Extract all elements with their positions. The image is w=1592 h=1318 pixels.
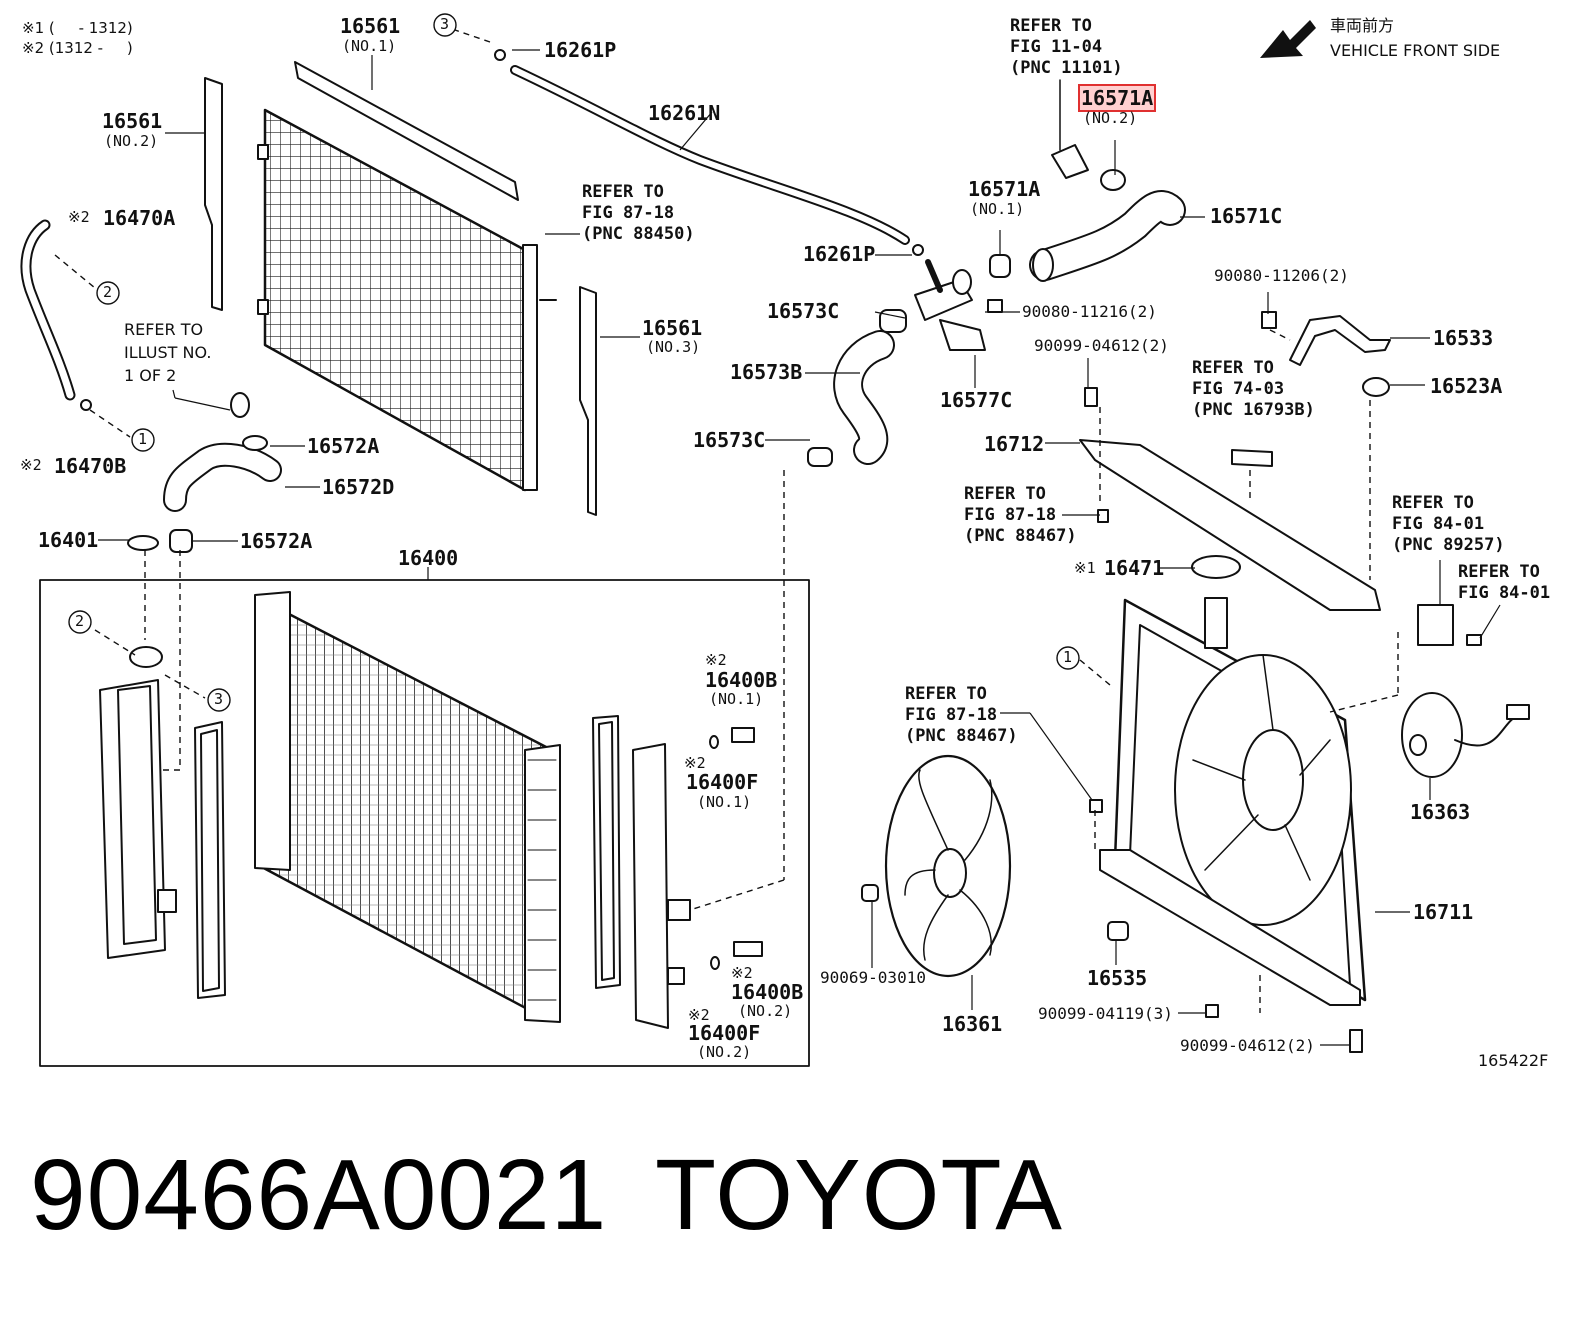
part-label-16573c-bottom[interactable]: 16573C: [693, 428, 766, 452]
ref-fig-87-18-88450[interactable]: REFER TO FIG 87-18 (PNC 88450): [582, 182, 695, 244]
part-label-16712[interactable]: 16712: [984, 432, 1045, 456]
part-label-16470b[interactable]: 16470B: [54, 454, 127, 478]
part-label-16535[interactable]: 16535: [1087, 966, 1148, 990]
part-label-16533[interactable]: 16533: [1433, 326, 1494, 350]
fan-motor-drawing: [1401, 692, 1530, 778]
part-label-16571a-no1[interactable]: 16571A: [968, 177, 1041, 201]
part-label-16400f-no1[interactable]: 16400F: [686, 770, 759, 794]
part-sub-16561-no1: (NO.1): [342, 37, 397, 55]
mark-16470a: ※2: [68, 208, 90, 226]
ref-fig-87-18-88467-top[interactable]: REFER TO FIG 87-18 (PNC 88467): [964, 484, 1077, 546]
part-label-16561-no1[interactable]: 16561: [340, 14, 401, 38]
vehicle-front-en: VEHICLE FRONT SIDE: [1330, 41, 1501, 60]
part-label-90099-04612-top[interactable]: 90099-04612(2): [1034, 336, 1169, 355]
seal-no3-drawing: [579, 286, 597, 516]
mark-16400b-no1: ※2: [705, 651, 727, 669]
callout-2-bottom: 2: [75, 612, 85, 630]
fan-16361-drawing: [884, 754, 1012, 978]
part-label-16572a-top[interactable]: 16572A: [307, 434, 380, 458]
part-label-16361[interactable]: 16361: [942, 1012, 1003, 1036]
part-sub-16400b-no1: (NO.1): [709, 690, 764, 708]
seal-no2-drawing: [204, 77, 223, 311]
part-sub-16571a-no1: (NO.1): [970, 200, 1025, 218]
part-label-16711[interactable]: 16711: [1413, 900, 1474, 924]
ref-fig-74-03[interactable]: REFER TO FIG 74-03 (PNC 16793B): [1192, 358, 1315, 420]
left-tank-drawing: [99, 646, 177, 959]
ref-illust-1-of-2[interactable]: REFER TO ILLUST NO. 1 OF 2: [124, 320, 212, 385]
part-label-16571c[interactable]: 16571C: [1210, 204, 1283, 228]
caption-part-number: 90466A0021: [30, 1139, 608, 1251]
part-sub-16400b-no2: (NO.2): [738, 1002, 793, 1020]
callout-1-left: 1: [138, 430, 148, 448]
mark-16400f-no1: ※2: [684, 754, 706, 772]
mark-16400b-no2: ※2: [731, 964, 753, 982]
highlighted-part-number: 16571A: [1077, 84, 1157, 112]
part-label-90099-04612-bottom[interactable]: 90099-04612(2): [1180, 1036, 1315, 1055]
cushion-16523a-drawing: [1362, 377, 1390, 397]
part-label-90080-11216[interactable]: 90080-11216(2): [1022, 302, 1157, 321]
reserve-cap-drawing: [1191, 555, 1241, 579]
part-label-16470a[interactable]: 16470A: [103, 206, 176, 230]
part-label-90069-03010[interactable]: 90069-03010: [820, 968, 926, 987]
relay-drawing: [1417, 604, 1454, 646]
bracket-16533-drawing: [1289, 315, 1391, 366]
figure-code: 165422F: [1478, 1051, 1549, 1070]
condenser-drawing: [257, 108, 557, 492]
radiator-cap-drawing: [127, 535, 159, 551]
part-label-16572d[interactable]: 16572D: [322, 475, 395, 499]
part-label-16400f-no2[interactable]: 16400F: [688, 1021, 761, 1045]
part-label-16471[interactable]: 16471: [1104, 556, 1165, 580]
vehicle-front-jp: 車両前方: [1330, 16, 1395, 35]
part-label-16571a-no2[interactable]: 16571A: [1077, 84, 1157, 112]
part-sub-16561-no3: (NO.3): [646, 338, 701, 356]
part-label-90080-11206[interactable]: 90080-11206(2): [1214, 266, 1349, 285]
part-label-16401[interactable]: 16401: [38, 528, 99, 552]
part-sub-16400f-no2: (NO.2): [697, 1043, 752, 1061]
part-label-16577c[interactable]: 16577C: [940, 388, 1013, 412]
part-label-16363[interactable]: 16363: [1410, 800, 1471, 824]
part-sub-16571a-no2: (NO.2): [1083, 109, 1138, 127]
part-sub-16400f-no1: (NO.1): [697, 793, 752, 811]
callout-3-bottom: 3: [214, 690, 224, 708]
part-label-16261n[interactable]: 16261N: [648, 101, 721, 125]
part-label-16400[interactable]: 16400: [398, 546, 459, 570]
vehicle-front-arrow: [1260, 20, 1316, 58]
ref-fig-84-01[interactable]: REFER TO FIG 84-01: [1458, 562, 1551, 603]
legend-note-2: ※2 (1312 - ): [22, 39, 133, 57]
part-sub-16561-no2: (NO.2): [104, 132, 159, 150]
part-label-16573b[interactable]: 16573B: [730, 360, 803, 384]
part-label-16400b-no1[interactable]: 16400B: [705, 668, 778, 692]
part-label-16572a-bottom[interactable]: 16572A: [240, 529, 313, 553]
part-label-16561-no3[interactable]: 16561: [642, 316, 703, 340]
caption-brand: TOYOTA: [655, 1139, 1063, 1251]
callout-circles: [68, 13, 1080, 712]
legend-note-1: ※1 ( - 1312): [22, 19, 133, 37]
radiator-assy-box: [39, 579, 810, 1067]
part-label-90099-04119[interactable]: 90099-04119(3): [1038, 1004, 1173, 1023]
support-16712-drawing: [1079, 439, 1381, 611]
water-inlet-drawing: [914, 259, 986, 351]
part-label-16261p-top[interactable]: 16261P: [544, 38, 617, 62]
callout-3-top: 3: [440, 15, 450, 33]
mark-16470b: ※2: [20, 456, 42, 474]
callout-1-right: 1: [1063, 648, 1073, 666]
seal-no1-drawing: [294, 61, 519, 201]
part-label-16523a[interactable]: 16523A: [1430, 374, 1503, 398]
ref-fig-84-01-89257[interactable]: REFER TO FIG 84-01 (PNC 89257): [1392, 493, 1505, 555]
mark-16471: ※1: [1074, 559, 1096, 577]
right-tank-drawing: [632, 743, 669, 1029]
part-label-16573c-top[interactable]: 16573C: [767, 299, 840, 323]
part-label-16561-no2[interactable]: 16561: [102, 109, 163, 133]
fan-shroud-drawing: [1099, 597, 1367, 1006]
ref-fig-87-18-88467-fan[interactable]: REFER TO FIG 87-18 (PNC 88467): [905, 684, 1018, 746]
callout-2-top: 2: [103, 283, 113, 301]
ref-fig-11-04[interactable]: REFER TO FIG 11-04 (PNC 11101): [1010, 16, 1123, 78]
radiator-core-drawing: [254, 591, 561, 1023]
part-label-16400b-no2[interactable]: 16400B: [731, 980, 804, 1004]
part-label-16261p-mid[interactable]: 16261P: [803, 242, 876, 266]
mark-16400f-no2: ※2: [688, 1006, 710, 1024]
